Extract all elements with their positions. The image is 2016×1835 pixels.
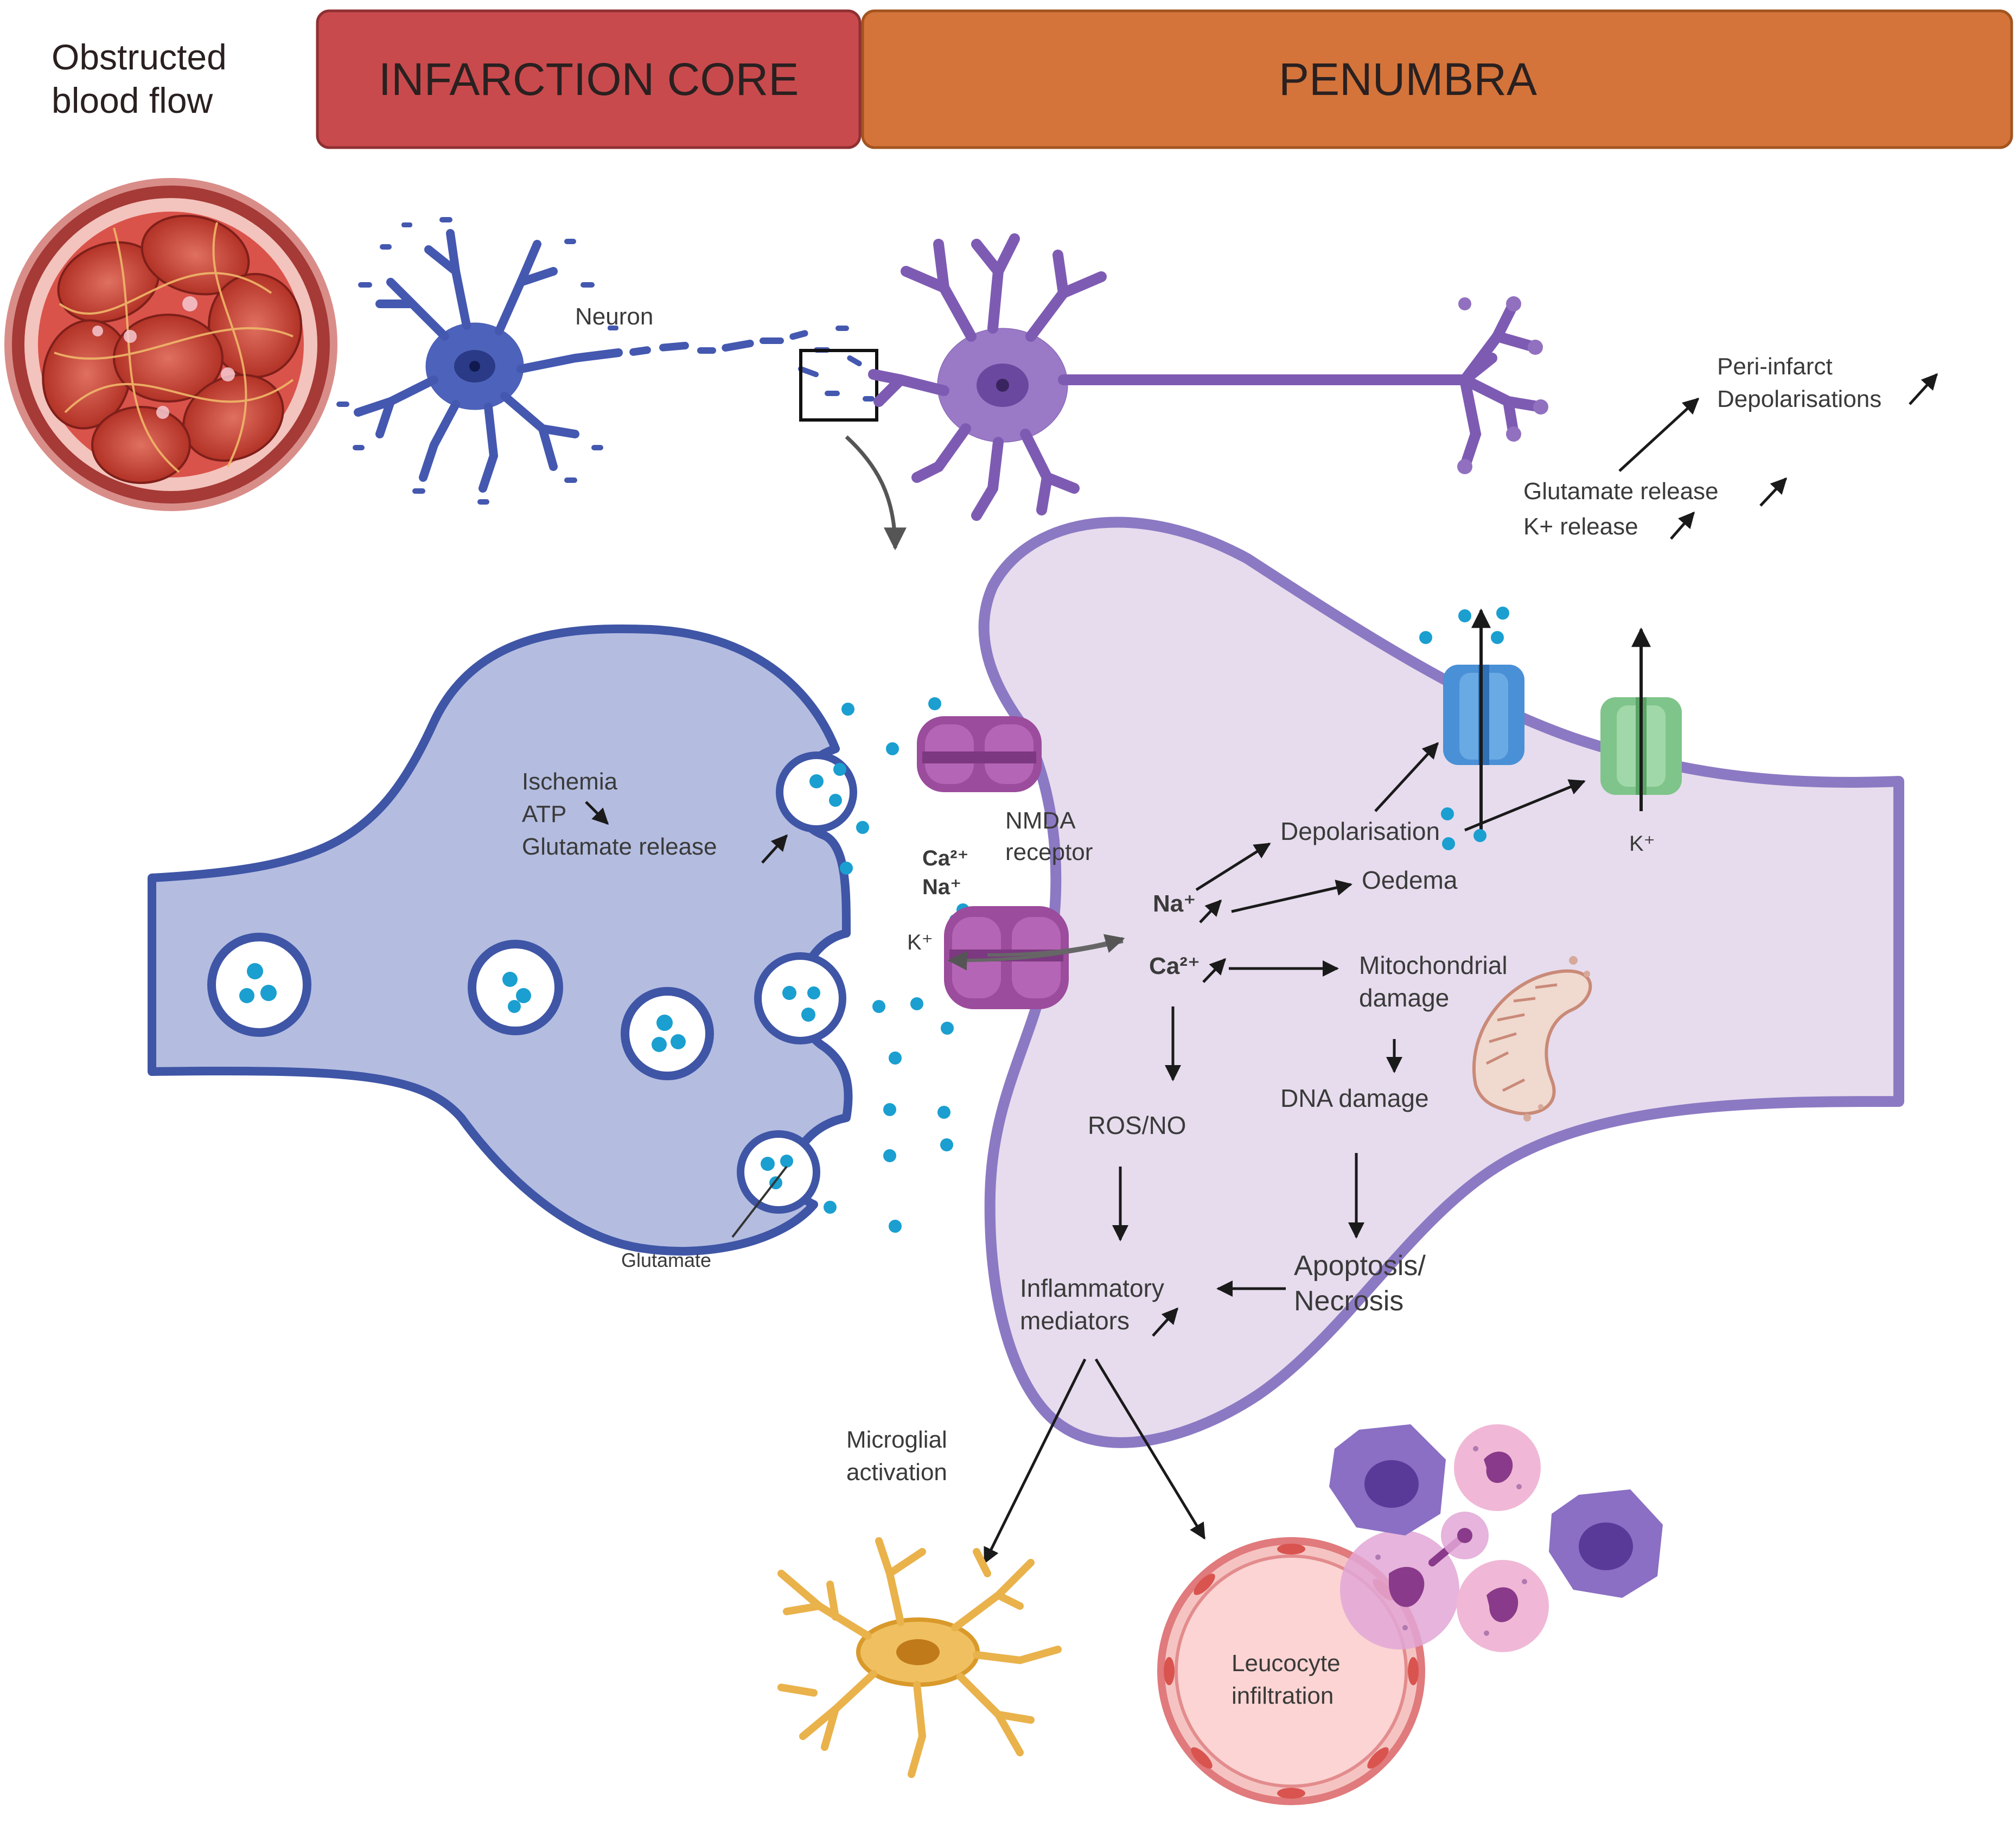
cleft-k-label: K⁺: [907, 931, 933, 954]
zoom-box: [799, 349, 878, 422]
peri-infarct-line1: Peri-infarct: [1717, 353, 1833, 380]
na-to-oedema-arrow: [1231, 880, 1352, 913]
k-efflux-arrow: [947, 940, 1124, 971]
ischemia-label: Ischemia: [522, 768, 618, 795]
na-up-arrow: [1199, 899, 1222, 923]
nmda-line1: NMDA: [1005, 807, 1076, 834]
microglial-line1: Microglial: [846, 1426, 947, 1453]
peri-infarct-line2: Depolarisations: [1717, 386, 1881, 412]
depol-to-na-channel-arrow: [1374, 742, 1439, 812]
glutamate-up-arrow: [1759, 477, 1788, 507]
atp-down-arrow: [585, 801, 609, 825]
glutamate-to-peri-arrow: [1618, 397, 1700, 472]
postsynaptic-cascade: Na⁺ Ca²⁺ Depolarisation Oedema Mitochond…: [983, 742, 1586, 1564]
mito-line1: Mitochondrial: [1359, 951, 1508, 979]
nmda-line2: receptor: [1005, 839, 1093, 865]
inflam-up-arrow: [1152, 1307, 1179, 1337]
presynaptic-terminal: [148, 624, 857, 1256]
microglia-icon: [777, 1537, 1062, 1778]
penumbra-banner: [861, 9, 2013, 149]
infarction-core-title: INFARCTION CORE: [379, 54, 799, 105]
oedema-label: Oedema: [1362, 866, 1458, 894]
postsynaptic-terminal: [978, 517, 1904, 1448]
post-ca-label: Ca²⁺: [1149, 953, 1200, 979]
top-glutamate-release: Glutamate release: [1523, 478, 1719, 505]
na-channel: [1443, 665, 1524, 765]
atp-label: ATP: [522, 801, 566, 827]
na-channel-glutamate: [1419, 607, 1509, 850]
obstructed-label-line1: Obstructed: [52, 37, 227, 77]
zoom-arrow: [845, 435, 907, 551]
na-to-depol-arrow: [1195, 842, 1271, 891]
apoptosis-line1: Apoptosis/: [1294, 1250, 1426, 1282]
header: Obstructed blood flow INFARCTION CORE PE…: [52, 9, 2013, 149]
glutamate-label: Glutamate: [621, 1249, 711, 1271]
mito-line2: damage: [1359, 984, 1449, 1012]
mitochondrion-icon: [1472, 956, 1592, 1122]
dying-neuron: [336, 217, 884, 505]
cleft-glutamate: [824, 697, 969, 1233]
leucocytes: [1329, 1424, 1663, 1652]
leucocyte-line1: Leucocyte: [1232, 1650, 1341, 1677]
ca-up-arrow: [1202, 958, 1227, 983]
infarction-core-banner: [316, 9, 862, 149]
occluded-vessel: [4, 178, 337, 511]
post-na-label: Na⁺: [1153, 890, 1196, 917]
presyn-glutamate-up-arrow: [761, 834, 788, 864]
peri-infarct-up-arrow: [1909, 373, 1938, 405]
k-channel-label: K⁺: [1629, 832, 1655, 856]
inflam-line1: Inflammatory: [1020, 1274, 1164, 1302]
presynaptic-text: Ischemia ATP Glutamate release Glutamate: [522, 768, 788, 1271]
apoptosis-line2: Necrosis: [1294, 1285, 1403, 1317]
neuron-label: Neuron: [575, 303, 653, 330]
obstructed-label-line2: blood flow: [52, 80, 213, 120]
k-release-up-arrow: [1670, 511, 1695, 540]
ion-influx-arrow: [987, 934, 1125, 957]
penumbra-neuron: [868, 233, 1548, 521]
peri-infarct-block: Peri-infarct Depolarisations Glutamate r…: [1523, 353, 1938, 540]
cleft-ca-label: Ca²⁺: [922, 846, 969, 870]
depol-to-k-channel-arrow: [1464, 779, 1586, 832]
cleft-na-label: Na⁺: [922, 875, 961, 899]
cleft-text: NMDA receptor Ca²⁺ Na⁺ K⁺: [907, 807, 1125, 971]
inflam-to-leucocyte-arrow: [1094, 1358, 1206, 1540]
inflam-to-microglia-arrow: [983, 1358, 1087, 1564]
inflam-line2: mediators: [1020, 1307, 1130, 1335]
leucocyte-line2: infiltration: [1232, 1683, 1334, 1709]
microglial-line2: activation: [846, 1459, 947, 1486]
depolarisation-label: Depolarisation: [1280, 817, 1440, 845]
dna-damage-label: DNA damage: [1280, 1084, 1429, 1112]
penumbra-title: PENUMBRA: [1279, 54, 1537, 105]
glutamate-pointer: [731, 1165, 788, 1238]
presyn-glutamate-release: Glutamate release: [522, 833, 717, 860]
ros-no-label: ROS/NO: [1088, 1111, 1186, 1139]
nmda-receptor-top: [917, 716, 1042, 792]
top-k-release: K+ release: [1523, 513, 1638, 540]
